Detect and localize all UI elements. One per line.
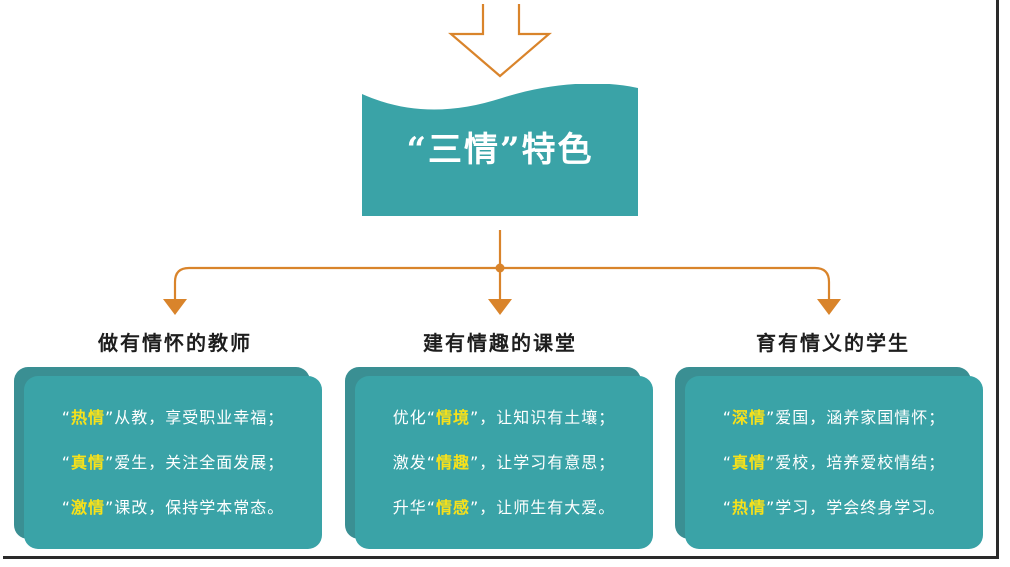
junction-dot	[495, 263, 505, 273]
center-banner: “三情”特色	[362, 84, 638, 216]
branch-line	[173, 266, 831, 300]
list-item: “真情”爱生，关注全面发展；	[61, 453, 285, 472]
arrowhead-right	[817, 299, 841, 315]
card-body: “热情”从教，享受职业幸福； “真情”爱生，关注全面发展； “激情”课改，保持学…	[24, 376, 322, 549]
card-body: 优化“情境”，让知识有土壤； 激发“情趣”，让学习有意思； 升华“情感”，让师生…	[355, 376, 653, 549]
list-item: 优化“情境”，让知识有土壤；	[392, 408, 616, 427]
column-title-classroom: 建有情趣的课堂	[423, 331, 577, 355]
list-item: 升华“情感”，让师生有大爱。	[392, 498, 616, 517]
arrowhead-middle	[488, 299, 512, 315]
card-classroom: 优化“情境”，让知识有土壤； 激发“情趣”，让学习有意思； 升华“情感”，让师生…	[345, 367, 653, 549]
card-students: “深情”爱国，涵养家国情怀； “真情”爱校，培养爱校情结； “热情”学习，学会终…	[675, 367, 983, 549]
banner-shape	[362, 84, 638, 216]
column-title-teachers: 做有情怀的教师	[98, 331, 252, 355]
arrowhead-left	[163, 299, 187, 315]
page-frame	[3, 0, 999, 559]
column-title-students: 育有情义的学生	[756, 331, 910, 355]
list-item: “激情”课改，保持学本常态。	[61, 498, 285, 517]
list-item: 激发“情趣”，让学习有意思；	[392, 453, 616, 472]
top-hollow-arrow	[448, 4, 552, 78]
list-item: “深情”爱国，涵养家国情怀；	[722, 408, 946, 427]
card-teachers: “热情”从教，享受职业幸福； “真情”爱生，关注全面发展； “激情”课改，保持学…	[14, 367, 322, 549]
list-item: “热情”学习，学会终身学习。	[722, 498, 946, 517]
center-title: “三情”特色	[406, 129, 594, 170]
list-item: “真情”爱校，培养爱校情结；	[722, 453, 946, 472]
list-item: “热情”从教，享受职业幸福；	[61, 408, 285, 427]
card-body: “深情”爱国，涵养家国情怀； “真情”爱校，培养爱校情结； “热情”学习，学会终…	[685, 376, 983, 549]
